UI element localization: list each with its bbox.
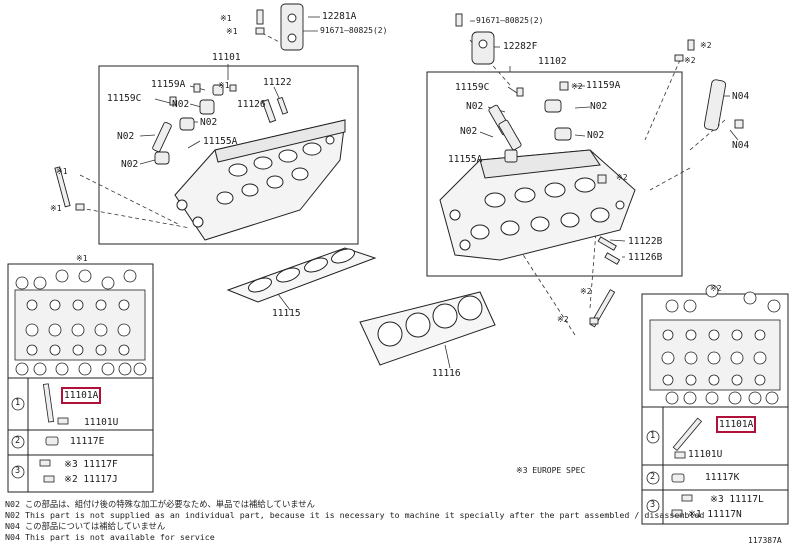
right-part-11117k[interactable]: 11117K xyxy=(705,472,740,483)
label-n02: N02 xyxy=(121,159,139,170)
label-11102: 11102 xyxy=(538,56,567,67)
label-11126b: 11126B xyxy=(628,252,663,263)
label-mark-x2: ※2 xyxy=(571,82,583,91)
label-mark-x1: ※1 xyxy=(56,167,68,176)
right-head-frame xyxy=(426,71,683,277)
right-part-11101u[interactable]: 11101U xyxy=(688,449,723,460)
right-bolt-pattern xyxy=(649,284,781,405)
label-11155a-right: 11155A xyxy=(448,154,483,165)
right-row-2-number: 2 xyxy=(650,472,656,482)
label-n02: N02 xyxy=(117,131,135,142)
left-part-11117e[interactable]: 11117E xyxy=(70,436,105,447)
label-mark-x2: ※2 xyxy=(700,41,712,50)
left-row-3-number: 3 xyxy=(15,466,21,476)
label-n02: N02 xyxy=(587,130,605,141)
label-11159a-right: 11159A xyxy=(586,80,621,91)
left-part-11101u[interactable]: 11101U xyxy=(84,417,119,428)
left-table-header: ※1 xyxy=(76,254,88,263)
engine-hanger-l xyxy=(280,3,304,51)
right-row-3-number: 3 xyxy=(650,500,656,510)
label-11159c-right: 11159C xyxy=(455,82,490,93)
label-n02: N02 xyxy=(460,126,478,137)
label-mark-x2: ※2 xyxy=(684,56,696,65)
cam-cap-l1 xyxy=(199,99,215,115)
left-cylinder-head xyxy=(174,119,346,241)
label-11122: 11122 xyxy=(263,77,292,88)
label-mark-x1: ※1 xyxy=(218,81,230,90)
label-11159c-left: 11159C xyxy=(107,93,142,104)
right-part-11117n[interactable]: ※1 11117N xyxy=(688,509,742,520)
left-head-frame xyxy=(98,65,359,245)
label-n02: N02 xyxy=(590,101,608,112)
left-row-2-number: 2 xyxy=(15,436,21,446)
right-table-header: ※2 xyxy=(710,284,722,293)
label-mark-x2: ※2 xyxy=(616,173,628,182)
left-part-11117j[interactable]: ※2 11117J xyxy=(64,474,118,485)
note-n02-jp: N02 この部品は、組付け後の特殊な加工が必要なため、単品では補給していません xyxy=(5,499,315,509)
label-mark-x2: ※2 xyxy=(557,315,569,324)
figure-id: 117387A xyxy=(748,536,782,545)
label-11122b: 11122B xyxy=(628,236,663,247)
left-bolt-pattern xyxy=(14,269,147,376)
label-n02: N02 xyxy=(466,101,484,112)
label-12282f: 12282F xyxy=(503,41,538,52)
europe-spec-note: ※3 EUROPE SPEC xyxy=(516,466,586,475)
left-part-11117f[interactable]: ※3 11117F xyxy=(64,459,118,470)
note-n04-jp: N04 この部品については補給していません xyxy=(5,521,166,531)
right-row-1-number: 1 xyxy=(650,431,656,441)
label-mark-x1: ※1 xyxy=(50,204,62,213)
label-11116: 11116 xyxy=(432,368,461,379)
label-11101: 11101 xyxy=(212,52,241,63)
label-mark-x2: ※2 xyxy=(580,287,592,296)
right-part-11101a[interactable]: 11101A xyxy=(715,416,757,433)
label-mark-x1: ※1 xyxy=(220,14,232,23)
label-mark-x1: ※1 xyxy=(226,27,238,36)
label-11115: 11115 xyxy=(272,308,301,319)
label-11159a-left: 11159A xyxy=(151,79,186,90)
label-91671-80825-left: 91671–80825(2) xyxy=(320,26,388,35)
label-n02: N02 xyxy=(200,117,218,128)
note-n02-en: N02 This part is not supplied as an indi… xyxy=(5,510,705,520)
label-n02: N02 xyxy=(172,99,190,110)
right-cylinder-head xyxy=(439,149,636,261)
label-11155a-left: 11155A xyxy=(203,136,238,147)
left-row-1-number: 1 xyxy=(15,398,21,408)
label-11126: 11126 xyxy=(237,99,266,110)
label-n04: N04 xyxy=(732,91,750,102)
label-12281a: 12281A xyxy=(322,11,357,22)
right-part-11117l[interactable]: ※3 11117L xyxy=(710,494,764,505)
label-91671-80825-right: 91671–80825(2) xyxy=(476,16,544,25)
label-n04: N04 xyxy=(732,140,750,151)
note-n04-en: N04 This part is not available for servi… xyxy=(5,532,215,542)
left-part-11101a[interactable]: 11101A xyxy=(60,387,102,404)
